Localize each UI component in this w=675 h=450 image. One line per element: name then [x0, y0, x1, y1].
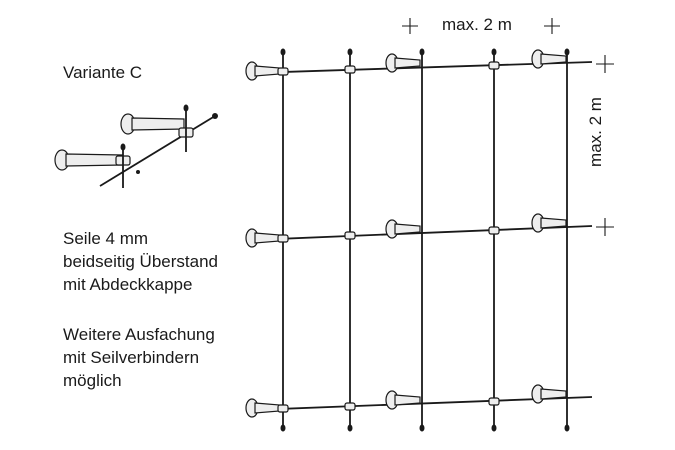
extension-note-line: mit Seilverbindern [63, 348, 200, 367]
rope-note-line: beidseitig Überstand [63, 252, 218, 271]
rope-note-line: Seile 4 mm [63, 229, 149, 248]
rope-note: Seile 4 mm beidseitig Überstand mit Abde… [63, 228, 218, 297]
variant-title: Variante C [63, 63, 143, 82]
cable-connectors [277, 61, 500, 413]
wall-mount [531, 384, 567, 404]
horizontal-dimension-label: max. 2 m [442, 15, 512, 34]
extension-note-line: möglich [63, 371, 122, 390]
extension-note-line: Weitere Ausfachung [63, 325, 215, 344]
rope-note-line: mit Abdeckkappe [63, 275, 193, 294]
wall-mount [385, 219, 421, 239]
cable-end-caps [280, 48, 570, 432]
vertical-dimension-label: max. 2 m [586, 97, 605, 167]
dimension-markers [402, 18, 614, 236]
wall-mount [245, 398, 281, 418]
variant-c-detail-drawing [54, 104, 218, 188]
wall-mount [531, 49, 567, 69]
wall-mount [245, 228, 281, 248]
wall-mount [385, 390, 421, 410]
vertical-cables [282, 52, 568, 428]
wall-mount [245, 61, 281, 81]
wall-mounts [245, 49, 567, 418]
wall-mount [385, 53, 421, 73]
wall-mount [531, 213, 567, 233]
extension-note: Weitere Ausfachung mit Seilverbindern mö… [63, 324, 215, 393]
